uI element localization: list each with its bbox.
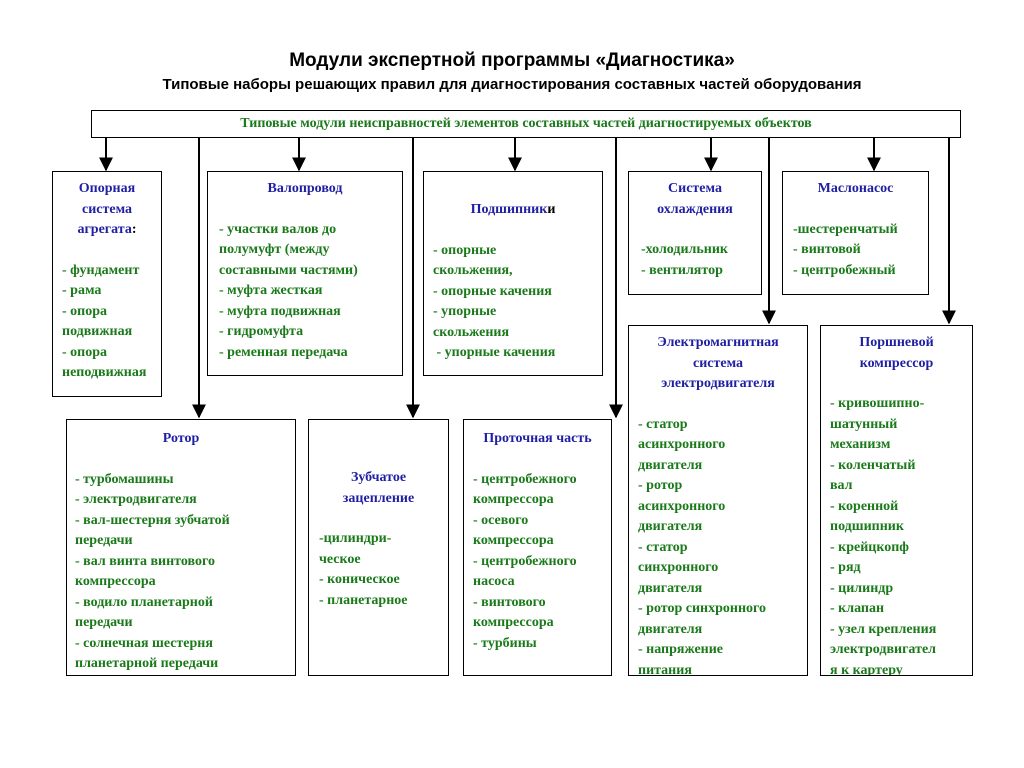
box-heading: Подшипники — [470, 202, 556, 217]
box-heading: Система охлаждения — [657, 181, 733, 217]
list-item: - опора — [62, 344, 108, 360]
list-item: скольжения — [433, 324, 510, 340]
box-heading: Зубчатое зацепление — [342, 470, 415, 506]
list-item: компрессора — [473, 533, 554, 548]
list-item: скольжения, — [433, 263, 513, 278]
list-item: - ряд — [830, 560, 861, 575]
list-item: синхронного — [638, 560, 719, 575]
list-item: - гидромуфта — [219, 324, 304, 339]
list-item: - кривошипно- — [830, 396, 925, 411]
list-item: - вал-шестерня зубчатой — [75, 512, 230, 528]
list-item: двигателя — [638, 621, 703, 637]
list-item: - статор — [638, 539, 688, 555]
list-item: - участки валов до — [219, 221, 337, 237]
list-item: асинхронного — [638, 498, 726, 514]
list-item: передачи — [75, 615, 133, 630]
list-item: электродвигател — [830, 642, 937, 657]
list-item: полумуфт (между — [219, 242, 330, 257]
list-item: - планетарное — [319, 592, 408, 608]
page-title: Модули экспертной программы «Диагностика… — [289, 50, 735, 71]
list-item: -цилиндри- — [319, 531, 392, 546]
list-item: - коленчатый — [830, 457, 916, 473]
list-item: - крейцкопф — [830, 539, 909, 555]
list-item: - напряжение — [638, 642, 723, 657]
list-item: -холодильник — [641, 242, 729, 257]
list-item: шатунный — [830, 416, 898, 432]
list-item: - узел крепления — [830, 621, 937, 637]
box-heading: Электромагнитная система электродвигател… — [657, 335, 779, 391]
list-item: - опорные — [433, 242, 497, 258]
list-item: - клапан — [830, 601, 885, 616]
box-heading: Валопровод — [267, 181, 343, 196]
list-item: - солнечная шестерня — [75, 635, 213, 651]
list-item: - ротор — [638, 478, 683, 493]
list-item: планетарной передачи — [75, 656, 219, 671]
list-item: - центробежного — [473, 471, 577, 487]
list-item: - коренной — [830, 498, 899, 514]
piston-compressor-box: Поршневой компрессор - кривошипно- шатун… — [820, 325, 973, 676]
list-item: - винтового — [473, 594, 546, 610]
list-item: - опора — [62, 303, 108, 319]
list-item: передачи — [75, 533, 133, 548]
list-item: составными частями) — [219, 262, 358, 278]
support-system-box: Опорная система агрегата: - фундамент - … — [52, 171, 162, 397]
list-item: асинхронного — [638, 437, 726, 452]
box-heading: Проточная часть — [483, 431, 592, 446]
list-item: - вал винта винтового — [75, 553, 215, 569]
list-item: - центробежный — [793, 262, 896, 278]
oil-pump-box: Маслонасос -шестеренчатый - винтовой - ц… — [782, 171, 929, 295]
bearings-box: Подшипники - опорные скольжения, - опорн… — [423, 171, 603, 376]
list-item: - винтовой — [793, 242, 861, 257]
list-item: - опорные качения — [433, 283, 552, 299]
box-heading: Опорная система агрегата: — [77, 181, 137, 237]
list-item: - водило планетарной — [75, 594, 213, 610]
list-item: - центробежного — [473, 553, 577, 569]
list-item: подшипник — [830, 519, 904, 534]
list-item: насоса — [473, 574, 515, 589]
shaft-line-box: Валопровод - участки валов до полумуфт (… — [207, 171, 403, 376]
rotor-box: Ротор - турбомашины - электродвигателя -… — [66, 419, 296, 676]
list-item: - осевого — [473, 512, 529, 528]
list-item: - упорные качения — [433, 345, 556, 360]
list-item: - ременная передача — [219, 344, 348, 360]
page-subtitle: Типовые наборы решающих правил для диагн… — [162, 76, 862, 93]
list-item: механизм — [830, 437, 891, 452]
list-item: - вентилятор — [641, 262, 723, 278]
list-item: двигателя — [638, 580, 703, 596]
box-heading: Поршневой компрессор — [859, 335, 934, 371]
list-item: -шестеренчатый — [793, 221, 898, 237]
list-item: компрессора — [473, 492, 554, 507]
list-item: - турбины — [473, 635, 537, 651]
cooling-system-box: Система охлаждения -холодильник - вентил… — [628, 171, 762, 295]
list-item: - муфта жесткая — [219, 283, 323, 298]
box-heading: Ротор — [162, 431, 200, 446]
list-item: подвижная — [62, 324, 133, 339]
list-item: - фундамент — [62, 262, 140, 278]
list-item: неподвижная — [62, 365, 147, 380]
list-item: - упорные — [433, 304, 497, 319]
list-item: - статор — [638, 416, 688, 432]
list-item: я к картеру — [830, 662, 903, 676]
list-item: компрессора — [473, 615, 554, 630]
list-item: компрессора — [75, 574, 156, 589]
list-item: двигателя — [638, 519, 703, 534]
list-item: - цилиндр — [830, 580, 894, 596]
list-item: - муфта подвижная — [219, 303, 341, 319]
list-item: - рама — [62, 283, 102, 298]
list-item: - электродвигателя — [75, 492, 197, 507]
list-item: вал — [830, 478, 853, 493]
list-item: - ротор синхронного — [638, 601, 767, 616]
gear-mesh-box: Зубчатое зацепление -цилиндри- ческое - … — [308, 419, 449, 676]
list-item: двигателя — [638, 457, 703, 473]
top-modules-box: Типовые модули неисправностей элементов … — [91, 110, 961, 138]
electromagnetic-system-box: Электромагнитная система электродвигател… — [628, 325, 808, 676]
box-heading: Маслонасос — [817, 181, 894, 196]
list-item: ческое — [319, 551, 361, 567]
list-item: - коническое — [319, 572, 400, 587]
list-item: питания — [638, 662, 692, 676]
flow-section-box: Проточная часть - центробежного компресс… — [463, 419, 612, 676]
list-item: - турбомашины — [75, 471, 174, 487]
